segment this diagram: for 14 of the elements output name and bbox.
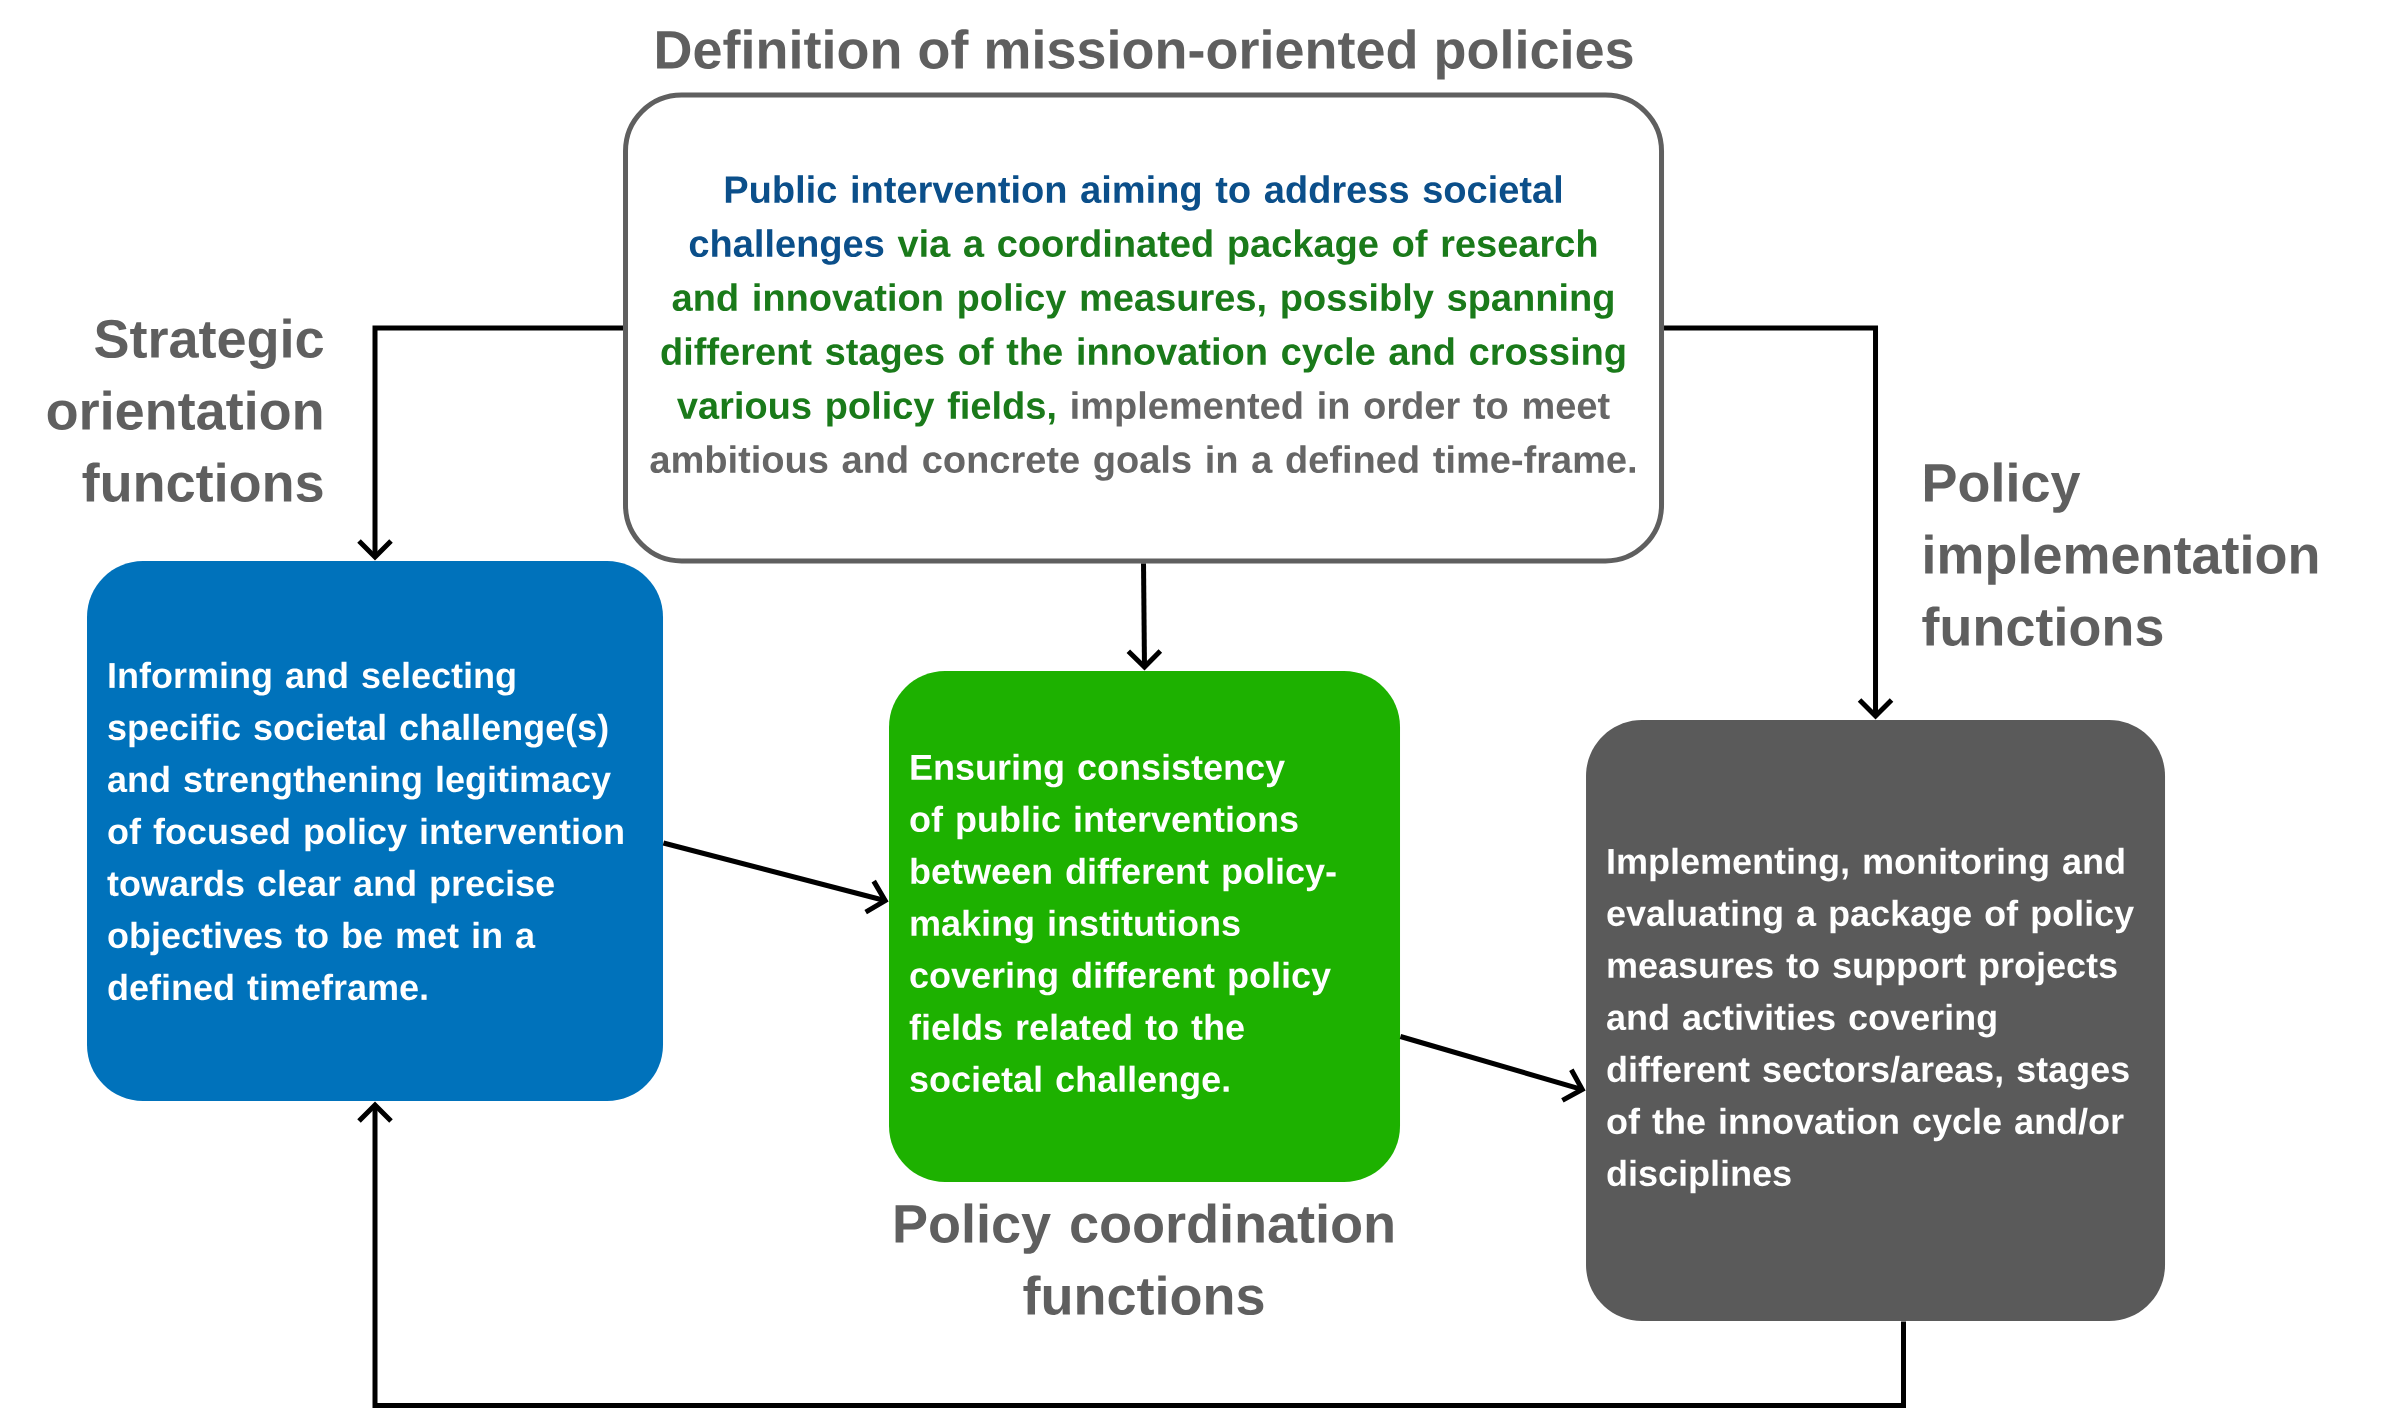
coordination-box: Ensuring consistency of public interventions between different policy-making institutions covering different policy fields related to the societal challenge.: [889, 671, 1400, 1182]
implementation-box: Implementing, monitoring and evaluating a package of policy measures to support projects and activities covering different sectors/areas, stages of the innovation cycle and/or disciplines: [1586, 720, 2166, 1321]
heading: Strategic orientation functions: [47, 318, 323, 503]
arrow: [357, 1101, 1907, 1408]
definition-box: Public intervention aiming to address societal challenges via a coordinated package of research and innovation policy measures, possibly spanning different stages of the innovation cycle and crossing various policy fields, implemented in order to meet ambitious and concrete goals in a defined time-frame.: [623, 92, 1664, 564]
arrow: [1126, 563, 1163, 671]
strategic-box: Informing and selecting specific societal challenge(s) and strengthening legitimacy of focused policy intervention towards clear and precise objectives to be met in a defined timeframe.: [87, 561, 663, 1101]
heading: Policy implementation functions: [1922, 462, 2318, 647]
title: Definition of mission-oriented policies: [657, 29, 1633, 80]
arrow: [357, 325, 623, 561]
arrow: [1664, 325, 1894, 720]
arrow: [662, 840, 889, 915]
heading: Policy coordination functions: [895, 1203, 1393, 1316]
arrow: [1399, 1034, 1586, 1103]
